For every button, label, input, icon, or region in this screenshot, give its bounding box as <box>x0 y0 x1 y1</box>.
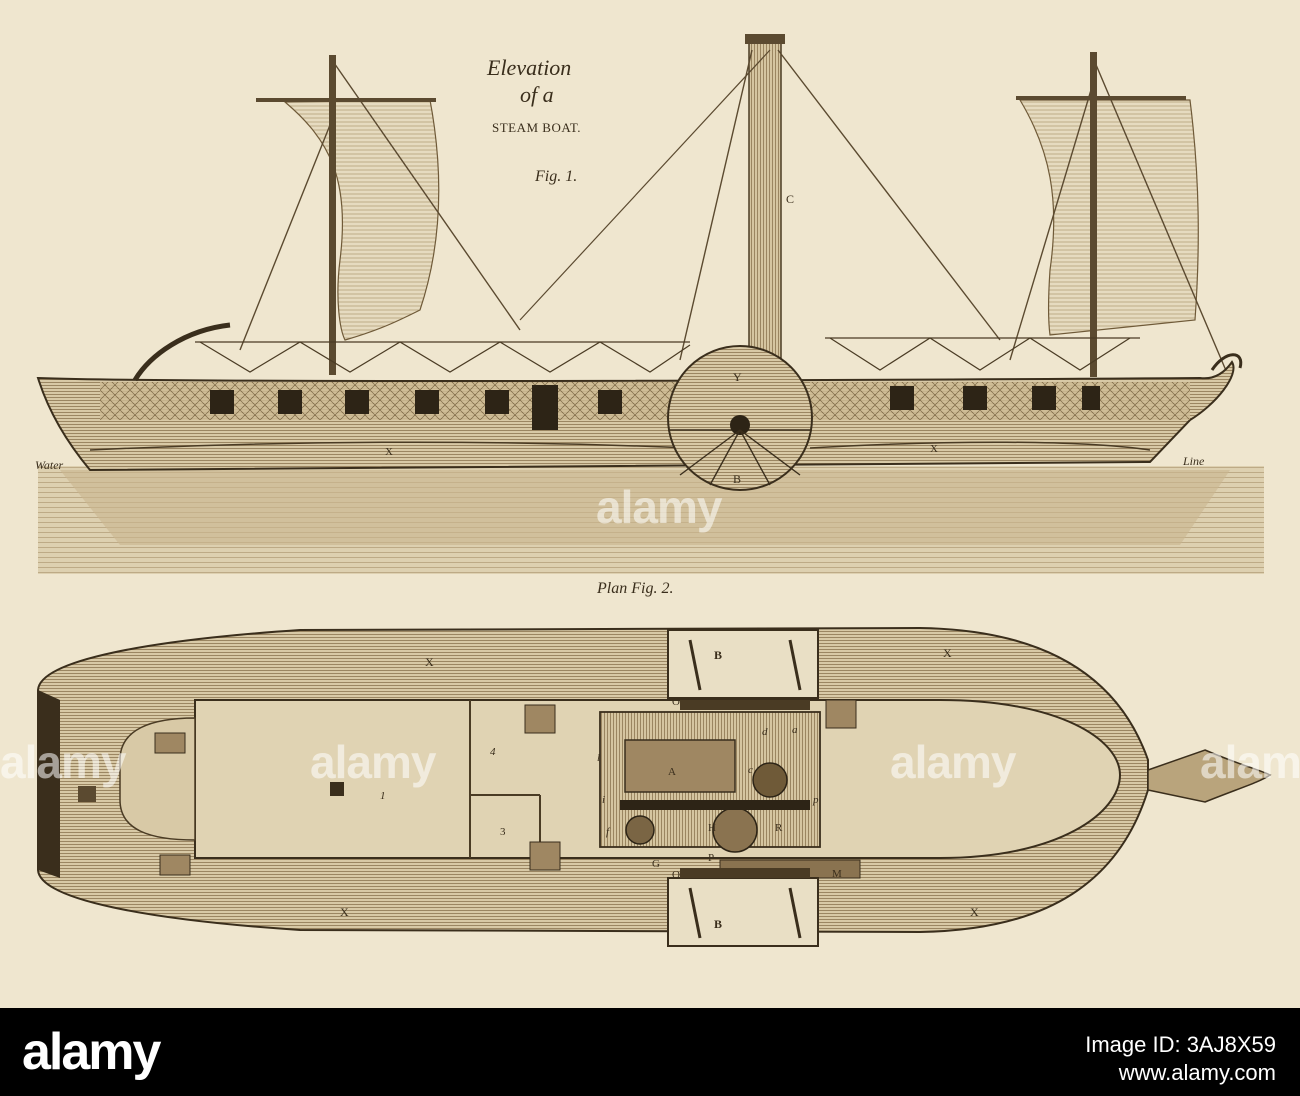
plan-room-3: 3 <box>500 826 506 838</box>
elevation-title-line2: of a <box>520 82 554 107</box>
watermark-alamy: alamy <box>1200 736 1300 788</box>
fig2-label: Plan Fig. 2. <box>597 580 674 597</box>
label-paddle-y: Y <box>733 370 742 384</box>
label-wheel-b: B <box>733 472 742 486</box>
label-hull-x-left: X <box>385 446 393 458</box>
plan-l: l <box>597 752 601 764</box>
plan-p: p <box>813 794 819 806</box>
label-line: Line <box>1183 454 1205 468</box>
plan-P: P <box>708 852 715 864</box>
stock-footer: alamy Image ID: 3AJ8X59 www.alamy.com <box>0 1008 1300 1096</box>
left-mast <box>329 55 336 375</box>
watermark-alamy: alamy <box>890 736 1016 788</box>
site-url: www.alamy.com <box>1118 1060 1276 1085</box>
plan-c: c <box>748 764 753 776</box>
bowsprit <box>1147 749 1272 803</box>
plan-o-bottom: O <box>672 869 680 881</box>
plan-b-bottom: B <box>714 917 723 931</box>
plan-i: i <box>602 794 606 806</box>
elevation-title-line3: STEAM BOAT. <box>492 120 582 135</box>
plan-A: A <box>668 766 676 778</box>
plan-R: R <box>775 822 783 834</box>
plan-a: a <box>792 724 798 736</box>
plan-room-4: 4 <box>490 746 496 758</box>
deck-railing <box>195 337 1140 373</box>
engraving-plate: Elevation of a STEAM BOAT. Fig. 1. C Y B… <box>0 0 1300 1008</box>
watermark-alamy: alamy <box>596 481 722 533</box>
plan-d: d <box>762 726 768 738</box>
chimney <box>748 35 782 377</box>
label-hull-x-right: X <box>930 443 938 455</box>
watermark-alamy: alamy <box>0 736 126 788</box>
elevation-title-line1: Elevation <box>487 55 572 80</box>
engraving-drawing <box>36 34 1272 947</box>
plan-x-bottom-left: X <box>340 905 349 919</box>
left-sail <box>283 99 440 341</box>
label-chimney-c: C <box>786 192 795 206</box>
plan-H: H <box>708 822 716 834</box>
label-water: Water <box>35 458 64 472</box>
alamy-logo: alamy <box>22 1023 161 1081</box>
image-id: Image ID: 3AJ8X59 <box>1085 1032 1276 1057</box>
plan-b-top: B <box>714 648 723 662</box>
paddle-box-top <box>667 629 819 699</box>
plan-cabin-1: 1 <box>380 790 386 802</box>
plan-G: G <box>652 858 660 870</box>
plan-x-top-right: X <box>943 646 952 660</box>
plan-o-top: O <box>672 696 680 708</box>
watermark-alamy: alamy <box>310 736 436 788</box>
plan-M: M <box>832 868 842 880</box>
cabin-windows <box>210 385 1100 430</box>
right-mast <box>1090 52 1097 377</box>
right-sail <box>1018 99 1199 336</box>
fig1-label: Fig. 1. <box>535 168 578 185</box>
plan-f: f <box>606 826 610 838</box>
plan-x-bottom-right: X <box>970 905 979 919</box>
plan-x-top-left: X <box>425 655 434 669</box>
